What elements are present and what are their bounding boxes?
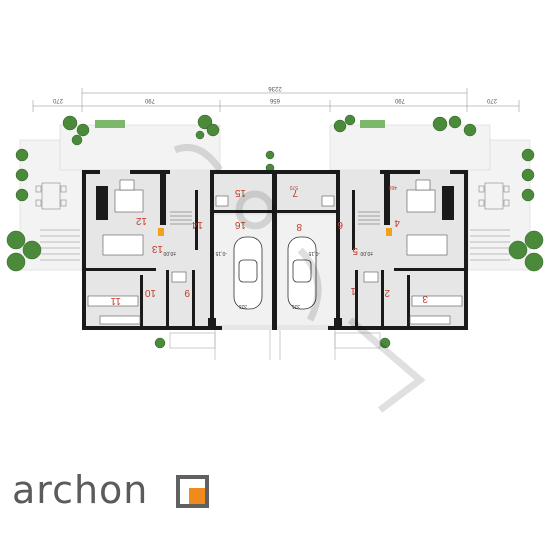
room-4-label: 4: [394, 217, 400, 228]
room-1-label: 1: [350, 285, 356, 296]
entrance-paths: [169, 330, 381, 360]
dimension-lines: [32, 88, 520, 112]
right-terrace-furniture: [470, 182, 510, 261]
room-9-label: 9: [184, 287, 190, 298]
dim-center: 656: [269, 97, 280, 103]
room-2-label: 2: [384, 287, 390, 298]
level-right-garage: -0,15: [308, 250, 320, 256]
walls: [82, 170, 468, 330]
room-8-label: 8: [296, 221, 302, 232]
room-15-label: 15: [234, 187, 246, 198]
fireplace-right-icon: [386, 228, 392, 236]
room-3-label: 3: [422, 293, 428, 304]
room-16-label: 16: [234, 219, 246, 230]
room-14-label: 14: [191, 219, 203, 230]
level-left-garage: -0,15: [215, 250, 227, 256]
dim-left-outer: 270: [52, 97, 63, 103]
room-10-label: 10: [144, 287, 156, 298]
dim-garage-left: 331: [238, 303, 247, 309]
dim-corr-right: 570: [289, 184, 298, 190]
dim-left-inner: 790: [144, 97, 155, 103]
room-12-label: 12: [135, 215, 147, 226]
interior-dims: 331 331 570 468: [238, 184, 397, 309]
room-11-label: 11: [110, 295, 121, 306]
dim-total: 2236: [268, 85, 282, 91]
level-right-main: ±0,00: [360, 250, 373, 256]
room-5-label: 5: [352, 245, 358, 256]
dim-garage-right: 331: [291, 303, 300, 309]
greenery: [6, 114, 544, 349]
level-left-main: ±0,00: [163, 250, 176, 256]
dim-right-top: 468: [388, 184, 397, 190]
stairs: [170, 211, 380, 225]
room-13-label: 13: [151, 243, 163, 254]
room-labels: 12 13 14 15 16 9 10 11 7 8 6 5 4 3 2 1: [110, 187, 428, 306]
room-6-label: 6: [337, 219, 343, 230]
furniture: [102, 179, 448, 283]
dim-right-inner: 790: [394, 97, 405, 103]
fireplace-left-icon: [158, 228, 164, 236]
car-right: [287, 236, 317, 310]
brand-logo-mark-icon: [176, 475, 209, 508]
watermark-logo: [173, 144, 426, 413]
room-7-label: 7: [292, 187, 298, 198]
dim-right-outer: 270: [486, 97, 497, 103]
left-terrace-furniture: [35, 182, 80, 261]
level-labels: ±0,00 ±0,00 -0,15 -0,15: [163, 250, 373, 256]
kitchen-counters: [87, 295, 463, 325]
car-left: [233, 236, 263, 310]
brand-logo: archon: [12, 468, 149, 512]
